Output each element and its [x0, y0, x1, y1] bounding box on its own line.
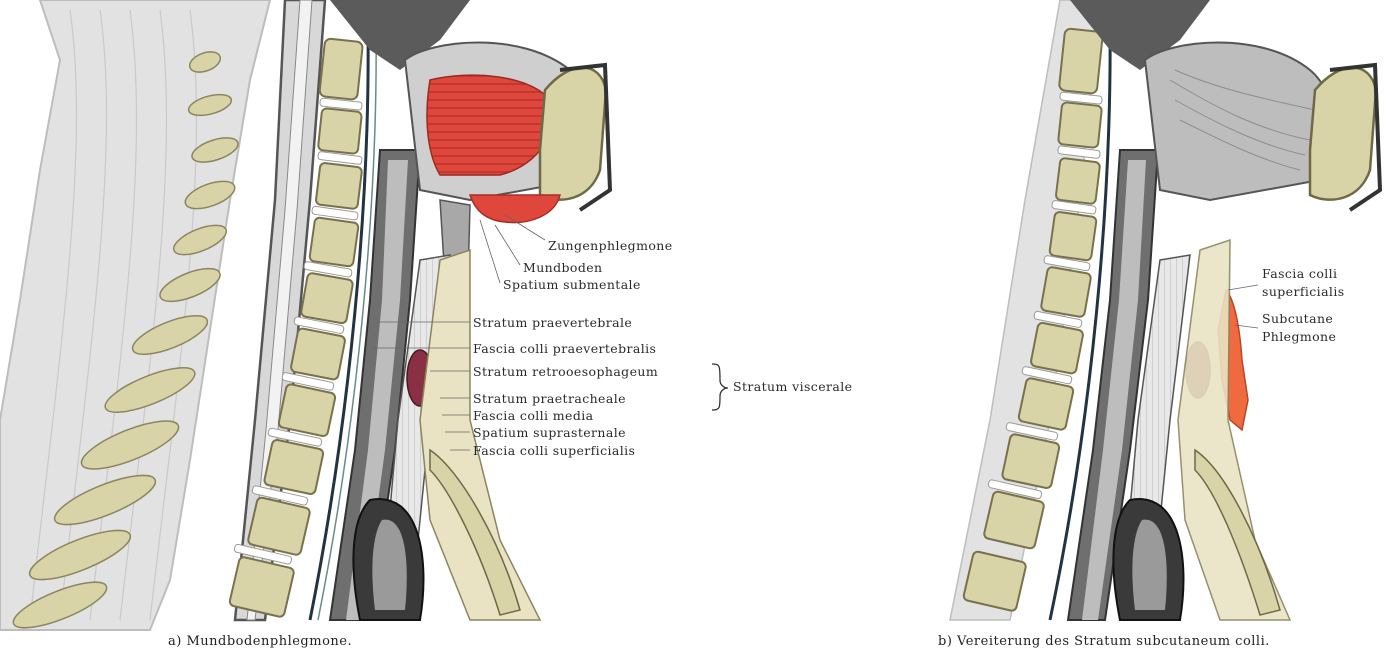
- label-superficialis: superficialis: [1262, 284, 1345, 299]
- caption-b: b) Vereiterung des Stratum subcutaneum c…: [938, 634, 1270, 649]
- label-fascia-colli-praevertebralis: Fascia colli praevertebralis: [473, 341, 656, 356]
- label-spatium-suprasternale: Spatium suprasternale: [473, 425, 626, 440]
- label-subcutane: Subcutane: [1262, 311, 1333, 326]
- label-phlegmone: Phlegmone: [1262, 329, 1336, 344]
- figure-a: Zungenphlegmone Mundboden Spatium submen…: [0, 0, 900, 658]
- label-stratum-praetracheale: Stratum praetracheale: [473, 391, 626, 406]
- label-stratum-viscerale: Stratum viscerale: [733, 379, 852, 394]
- label-mundboden: Mundboden: [523, 260, 602, 275]
- caption-a: a) Mundbodenphlegmone.: [168, 634, 352, 649]
- label-fascia-colli-superficialis: Fascia colli superficialis: [473, 443, 635, 458]
- label-zungenphlegmone: Zungenphlegmone: [548, 238, 673, 253]
- stratum-viscerale-bracket: [712, 364, 728, 410]
- figure-b: Fascia colli superficialis Subcutane Phl…: [930, 0, 1387, 658]
- label-stratum-praevertebrale: Stratum praevertebrale: [473, 315, 632, 330]
- label-stratum-retrooesophageum: Stratum retrooesophageum: [473, 364, 658, 379]
- label-fascia-colli: Fascia colli: [1262, 266, 1337, 281]
- figure-a-illustration: [0, 0, 900, 658]
- label-fascia-colli-media: Fascia colli media: [473, 408, 594, 423]
- label-spatium-submentale: Spatium submentale: [503, 277, 641, 292]
- mundboden-region: [470, 195, 560, 223]
